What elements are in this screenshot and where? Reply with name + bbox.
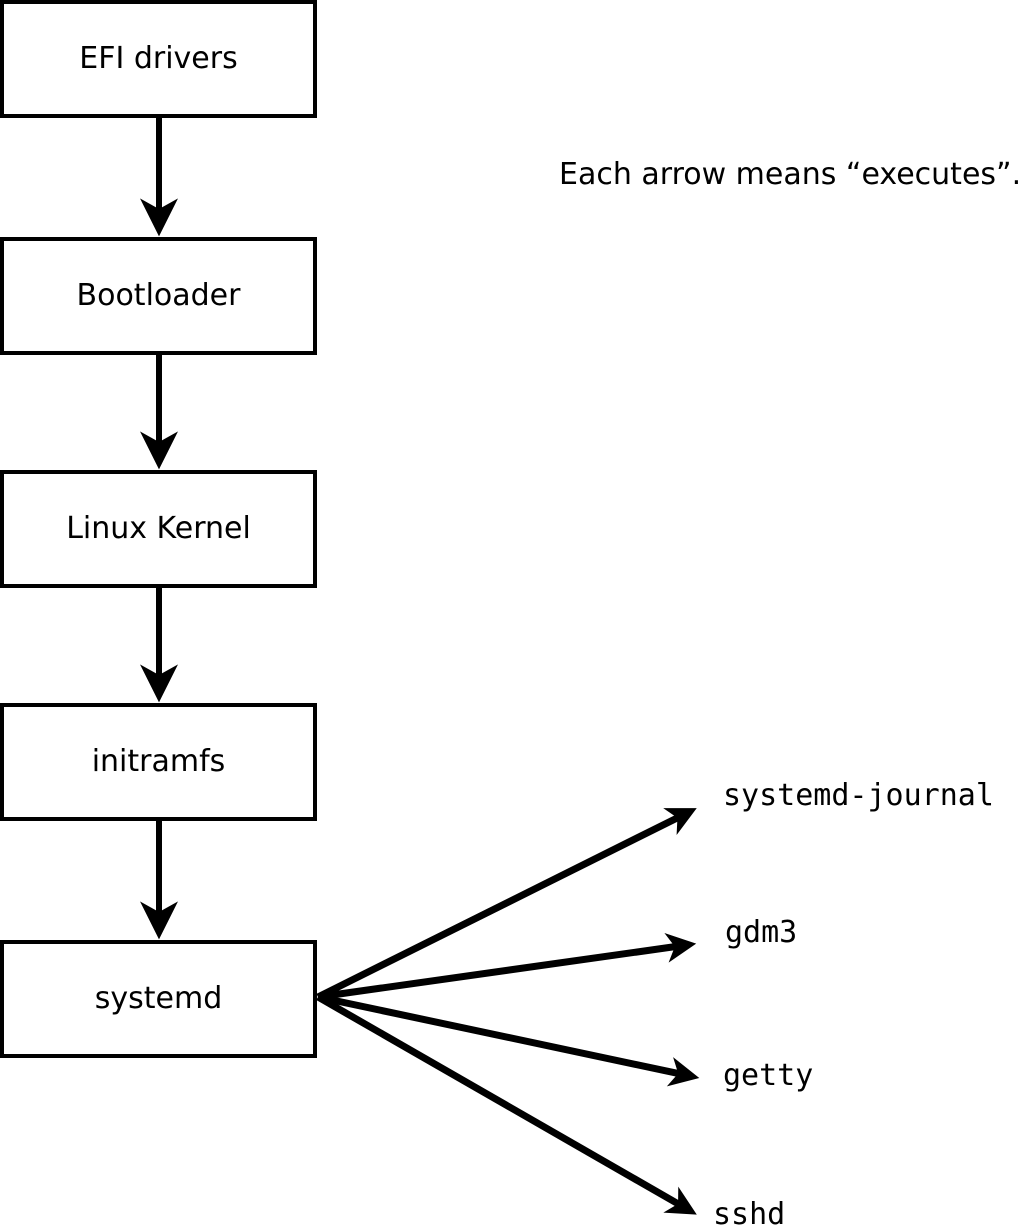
node-bootloader-label: Bootloader [76,278,241,313]
arrow-systemd-to-journal [316,808,697,1001]
node-getty: getty [723,1058,814,1093]
diagram-caption: Each arrow means “executes”. [559,157,1022,192]
node-sshd: sshd [713,1197,786,1230]
arrow-systemd-to-sshd [316,993,697,1215]
node-systemd-journal: systemd-journal [723,778,994,813]
node-systemd-label: systemd [94,981,223,1016]
node-bootloader: Bootloader [0,237,317,355]
node-initramfs-label: initramfs [91,744,226,779]
arrow-systemd-to-getty [317,993,700,1087]
node-initramfs: initramfs [0,703,317,821]
arrow-systemd-to-gdm3 [317,932,697,1001]
node-efi-drivers-label: EFI drivers [79,41,238,76]
node-linux-kernel: Linux Kernel [0,470,317,588]
node-gdm3: gdm3 [725,915,798,950]
node-linux-kernel-label: Linux Kernel [66,511,251,546]
node-efi-drivers: EFI drivers [0,0,317,118]
node-systemd: systemd [0,940,317,1058]
